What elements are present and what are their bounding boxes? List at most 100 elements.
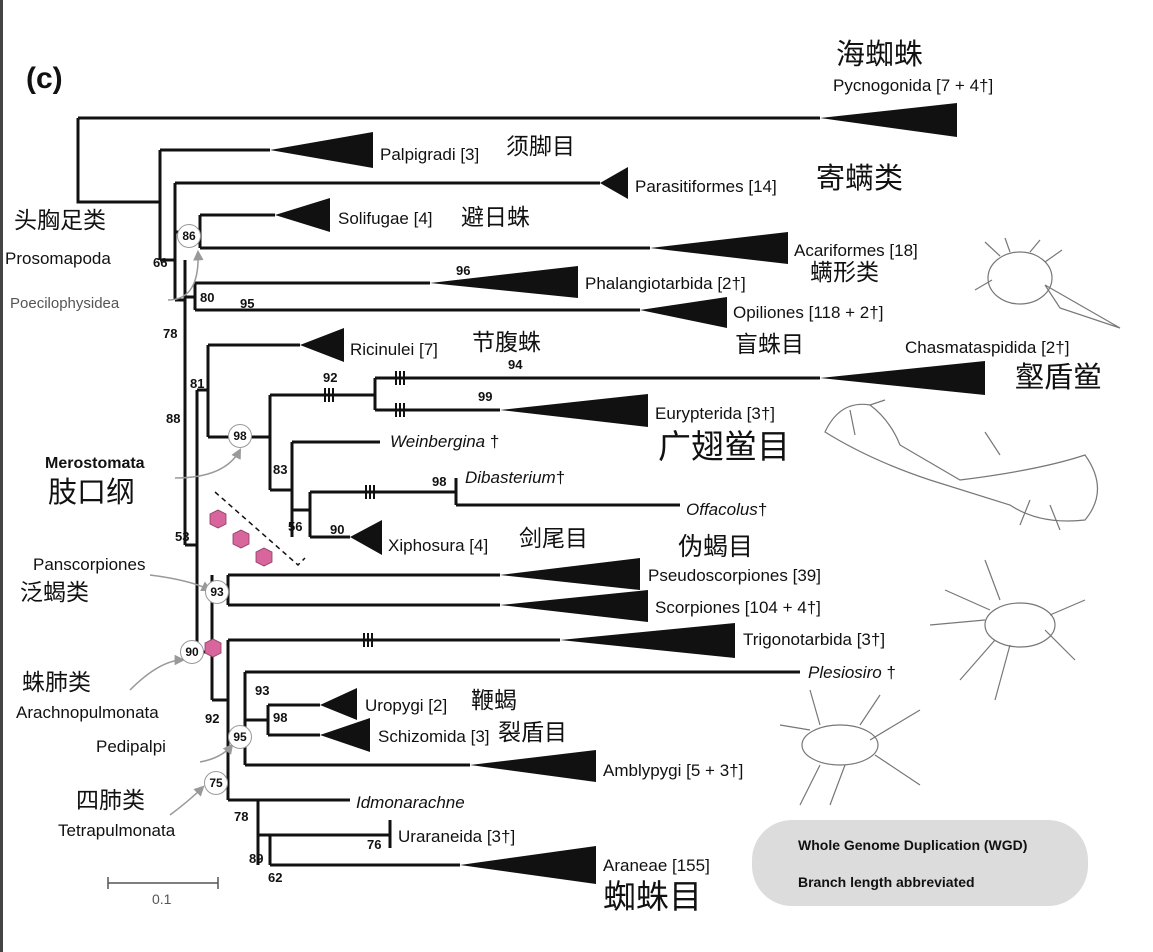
support-value: 78	[234, 809, 249, 824]
group-merostomata: Merostomata	[45, 455, 145, 472]
support-value: 98	[432, 474, 447, 489]
zh-label-parasitiformes: 寄螨类	[816, 161, 904, 195]
zh-label-xiphosura: 剑尾目	[519, 526, 588, 552]
taxon-dibasterium: Dibasterium†	[465, 468, 566, 487]
support-value-circled: 93	[205, 580, 229, 604]
wedge-acariformes	[650, 232, 788, 264]
arthropod-illustrations	[779, 237, 1121, 806]
clade-wedges	[270, 103, 985, 884]
support-value: 94	[508, 357, 523, 372]
support-value: 96	[456, 263, 471, 278]
taxon-plesiosiro: Plesiosiro †	[808, 663, 896, 682]
support-value: 81	[190, 376, 205, 391]
wgd-markers	[204, 509, 790, 854]
zh-label-ricinulei: 节腹蛛	[472, 330, 541, 356]
zh-label-acariformes: 螨形类	[810, 260, 879, 286]
taxon-araneae: Araneae [155]	[603, 856, 710, 875]
support-value: 78	[163, 326, 178, 341]
taxon-offacolus: Offacolus†	[686, 500, 768, 519]
support-value: 89	[249, 851, 264, 866]
panel-label: (c)	[26, 62, 63, 95]
wedge-phalangiotarbida	[430, 266, 578, 298]
wedge-scorpiones	[500, 590, 648, 622]
support-value: 90	[330, 522, 345, 537]
wedge-parasitiformes	[600, 167, 628, 199]
zh-label-uropygi: 鞭蝎	[471, 688, 517, 714]
wedge-eurypterida	[500, 394, 648, 427]
annotation-arrows	[129, 249, 241, 816]
taxon-ricinulei: Ricinulei [7]	[350, 340, 438, 359]
taxon-acariformes: Acariformes [18]	[794, 241, 918, 260]
taxon-pseudoscorpiones: Pseudoscorpiones [39]	[648, 566, 821, 585]
support-value: 93	[255, 683, 270, 698]
taxon-xiphosura: Xiphosura [4]	[388, 536, 489, 555]
eurypterid-sketch	[824, 399, 1098, 531]
taxon-trigonotarbida: Trigonotarbida [3†]	[743, 630, 886, 649]
support-value: 62	[268, 870, 283, 885]
zh-label-eurypterida: 广翅鲎目	[658, 427, 790, 466]
zh-label-panscorpiones: 泛蝎类	[20, 580, 89, 606]
taxon-phalangiotarbida: Phalangiotarbida [2†]	[585, 274, 746, 293]
group-poecilophysidea: Poecilophysidea	[10, 295, 120, 312]
taxon-uropygi: Uropygi [2]	[365, 696, 448, 715]
support-value-circled: 90	[180, 640, 204, 664]
legend-box: Whole Genome Duplication (WGD) Branch le…	[752, 820, 1088, 906]
taxon-schizomida: Schizomida [3]	[378, 727, 490, 746]
wedge-solifugae	[275, 198, 330, 232]
taxon-palpigradi: Palpigradi [3]	[380, 145, 480, 164]
wgd-hexagon	[232, 529, 250, 549]
taxon-scorpiones: Scorpiones [104 + 4†]	[655, 598, 821, 617]
support-value: 83	[273, 462, 288, 477]
taxon-uraraneida: Uraraneida [3†]	[398, 827, 516, 846]
support-value: 76	[367, 837, 382, 852]
support-value: 53	[175, 529, 190, 544]
zh-label-schizomida: 裂盾目	[498, 720, 567, 746]
taxon-amblypygi: Amblypygi [5 + 3†]	[603, 761, 744, 780]
support-value: 95	[240, 296, 255, 311]
group-panscorpiones: Panscorpiones	[33, 555, 146, 574]
zh-label-prosomapoda: 头胸足类	[14, 208, 106, 234]
taxon-idmonarachne: Idmonarachne	[356, 793, 465, 812]
wedge-araneae	[460, 846, 596, 884]
support-value: 98	[273, 710, 288, 725]
zh-label-tetrapulmonata: 四肺类	[76, 788, 145, 814]
support-value: 92	[205, 711, 220, 726]
wedge-pseudoscorpiones	[500, 558, 640, 590]
wedge-chasmataspidida	[820, 361, 985, 395]
support-value: 99	[478, 389, 493, 404]
taxon-weinbergina: Weinbergina †	[390, 432, 500, 451]
support-value-circled: 75	[204, 771, 228, 795]
wedge-trigonotarbida	[560, 623, 735, 658]
wedge-ricinulei	[300, 328, 344, 362]
left-border-line	[0, 0, 3, 952]
taxon-pycnogonida: Pycnogonida [7 + 4†]	[833, 76, 994, 95]
group-prosomapoda: Prosomapoda	[5, 249, 111, 268]
wedge-pycnogonida	[820, 103, 957, 137]
wedge-opiliones	[640, 297, 727, 328]
taxon-opiliones: Opiliones [118 + 2†]	[733, 303, 884, 322]
wedge-palpigradi	[270, 132, 373, 168]
support-value: 80	[200, 290, 215, 305]
wedge-xiphosura	[350, 520, 382, 555]
wedge-schizomida	[320, 718, 370, 752]
wedge-uropygi	[320, 688, 357, 720]
taxon-chasmataspidida: Chasmataspidida [2†]	[905, 338, 1070, 357]
support-value: 92	[323, 370, 338, 385]
support-value-circled: 98	[228, 424, 252, 448]
wedge-amblypygi	[470, 750, 596, 782]
zh-label-solifugae: 避日蛛	[461, 205, 530, 231]
zh-label-chasmataspidida: 壑盾鲎	[1015, 360, 1103, 394]
chasmataspidid-sketch	[974, 237, 1121, 329]
zh-label-araneae: 蜘蛛目	[603, 877, 702, 916]
trigonotarbid-sketch	[779, 689, 921, 806]
support-value-circled: 86	[177, 224, 201, 248]
group-pedipalpi: Pedipalpi	[96, 737, 166, 756]
legend-abbrev-label: Branch length abbreviated	[798, 874, 975, 890]
legend-wgd-label: Whole Genome Duplication (WGD)	[798, 837, 1028, 853]
wgd-hexagon	[209, 509, 227, 529]
support-value-circled: 95	[228, 725, 252, 749]
taxon-eurypterida: Eurypterida [3†]	[655, 404, 776, 423]
zh-label-pseudoscorpiones: 伪蝎目	[678, 532, 754, 561]
